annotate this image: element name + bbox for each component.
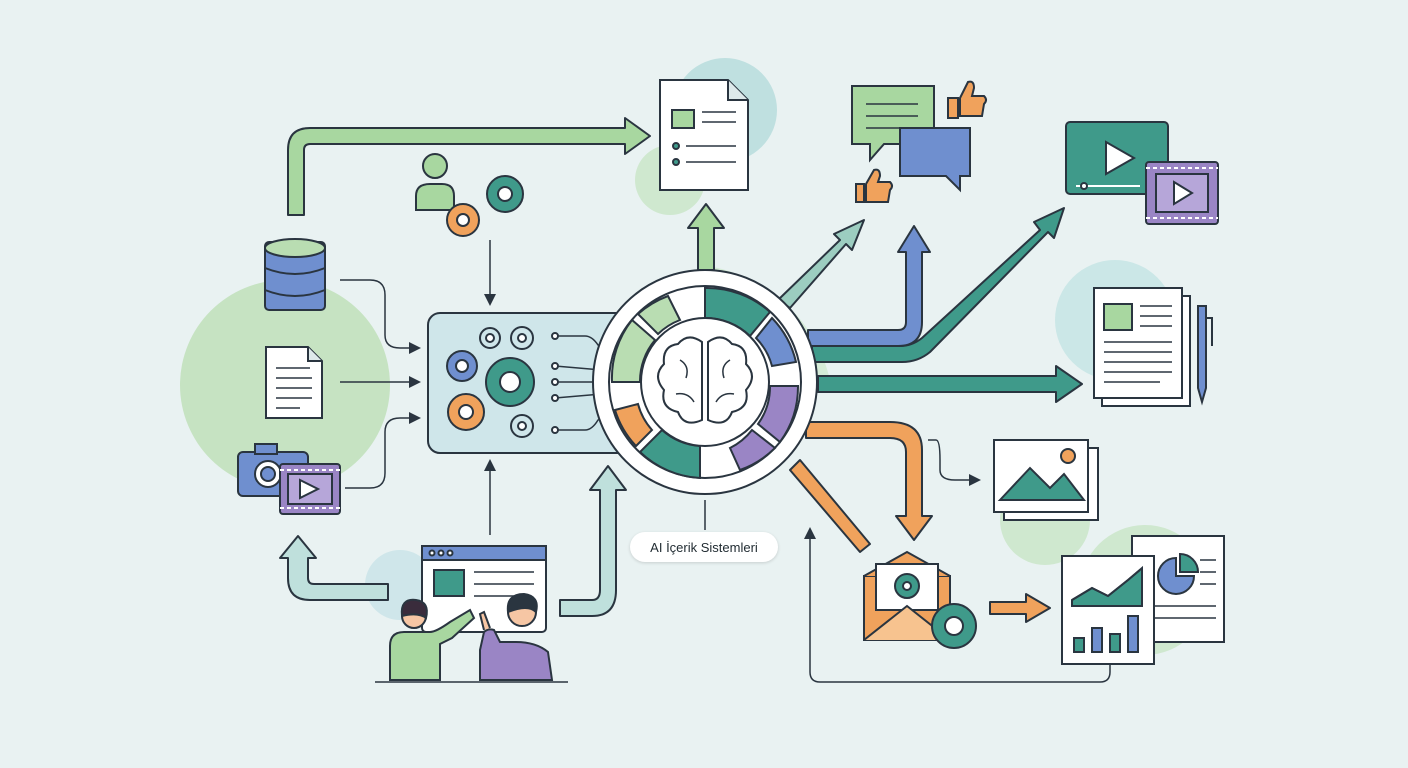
arrow-diag-orange	[789, 459, 871, 553]
video-player-icon	[1065, 121, 1219, 225]
arrow-to-charts	[989, 593, 1051, 623]
document-icon	[265, 346, 323, 419]
arrow-browser-to-brain	[559, 465, 627, 617]
report-icon	[659, 79, 749, 191]
thin-connectors	[340, 240, 1111, 683]
flow-arrows	[279, 117, 1083, 623]
video-icon	[279, 463, 341, 515]
brain-icon	[592, 269, 818, 495]
arrow-brain-to-report	[687, 203, 725, 271]
arrow-to-newspaper	[817, 365, 1083, 403]
arrow-to-chat	[807, 225, 931, 347]
image-icon	[993, 439, 1099, 521]
chat-likes-icon	[851, 80, 987, 203]
arrow-to-report	[287, 117, 651, 216]
team-browser-icon	[389, 545, 554, 681]
database-icon	[264, 238, 326, 311]
newspaper-pen-icon	[1093, 287, 1213, 407]
user-gear-icon	[415, 153, 524, 237]
email-gear-icon	[863, 550, 977, 649]
arrow-to-email	[805, 421, 933, 541]
arrow-diag-to-chat	[777, 219, 865, 309]
arrow-to-media	[279, 535, 389, 601]
center-label: AI İçerik Sistemleri	[630, 532, 778, 562]
charts-report-icon	[1061, 535, 1225, 665]
gears-panel-icon	[427, 312, 634, 454]
